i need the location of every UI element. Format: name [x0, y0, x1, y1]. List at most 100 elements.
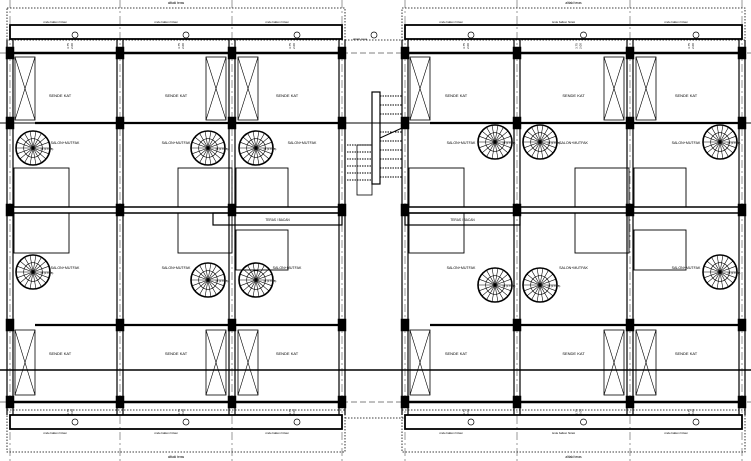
spiral-stair-tread — [255, 147, 265, 163]
spiral-stair-tread — [255, 263, 260, 281]
structural-column — [227, 395, 237, 409]
spiral-stair-post — [206, 146, 210, 150]
structural-column — [400, 395, 410, 409]
shaft-box — [603, 329, 625, 396]
spiral-stair-label: M.(17/28) — [264, 279, 277, 283]
shaft-cross — [14, 56, 36, 121]
room-label-bedroom: SENDE KAT — [445, 351, 468, 356]
structural-column — [512, 318, 522, 332]
spiral-stair-tread — [716, 255, 721, 273]
room-label-living: SALON+MUTFAK — [559, 266, 588, 270]
dimension-label: 3.75 — [462, 409, 466, 415]
spiral-stair-tread — [703, 265, 721, 273]
balcony-line-label: önde balkon hizasi — [664, 431, 688, 435]
balcony-outline — [9, 24, 343, 40]
balcony-outline — [9, 414, 343, 430]
spiral-stair — [15, 254, 51, 290]
structural-column — [737, 395, 747, 409]
spiral-stair-tread — [494, 270, 504, 286]
balcony-line-label: önde balkon hizasi — [265, 431, 289, 435]
spiral-stair-tread — [207, 147, 225, 155]
spiral-stair-tread — [194, 279, 209, 292]
outer-terrace-label: alttaki teras — [168, 455, 185, 459]
room-label-bedroom: SENDE KAT — [276, 93, 299, 98]
spiral-stair-tread — [539, 270, 549, 286]
spiral-stair-tread — [32, 260, 47, 273]
room-label-living: SALON+MUTFAK — [273, 266, 302, 270]
spiral-stair — [15, 130, 51, 166]
spiral-stair-tread — [706, 130, 721, 143]
spiral-stair-tread — [32, 147, 42, 163]
shaft-cross — [205, 329, 227, 396]
spiral-stair-post — [718, 270, 722, 274]
spiral-stair-tread — [242, 279, 257, 292]
spiral-stair-tread — [494, 127, 504, 143]
spiral-stair — [522, 267, 558, 303]
spiral-stair-tread — [481, 273, 496, 286]
dimension-label: 2.00 — [70, 43, 74, 49]
spiral-stair-tread — [494, 141, 504, 157]
spiral-stair-tread — [24, 147, 34, 163]
shaft-cross — [409, 56, 431, 121]
spiral-stair-tread — [719, 141, 724, 159]
spiral-stair-tread — [207, 141, 225, 149]
spiral-stair-tread — [191, 147, 209, 155]
spiral-stair-tread — [706, 271, 721, 284]
structural-column — [400, 318, 410, 332]
spiral-stair-tread — [478, 278, 496, 286]
structural-column — [625, 46, 635, 60]
spiral-stair-tread — [255, 131, 260, 149]
spiral-stair-label: M.(17/28) — [548, 141, 561, 145]
structural-column — [115, 116, 125, 130]
spiral-stair-tread — [29, 147, 34, 165]
outer-terrace-outline — [6, 409, 346, 453]
dimension-label: 2.00 — [691, 409, 695, 415]
spiral-stair-tread — [191, 141, 209, 149]
spiral-stair-tread — [531, 270, 541, 286]
spiral-stair-tread — [719, 271, 737, 279]
structural-column — [337, 46, 347, 60]
spiral-stair-tread — [539, 127, 549, 143]
shaft-cross — [603, 56, 625, 121]
wet-area — [13, 212, 70, 254]
spiral-stair-tread — [32, 133, 42, 149]
spiral-stair-tread — [32, 271, 47, 284]
drain-icon — [293, 418, 301, 426]
wet-area — [177, 212, 233, 254]
spiral-stair-tread — [539, 130, 554, 143]
spiral-stair-tread — [486, 127, 496, 143]
spiral-stair-tread — [255, 279, 265, 295]
spiral-stair-tread — [29, 255, 34, 273]
spiral-stair-tread — [531, 127, 541, 143]
spiral-stair-tread — [255, 279, 270, 292]
spiral-stair — [477, 124, 513, 160]
dimension-label: 2.00 — [70, 409, 74, 415]
room-label-living: SALON+MUTFAK — [447, 141, 476, 145]
structural-column — [512, 46, 522, 60]
wet-area — [235, 167, 289, 208]
balcony-line-label: önde balkon hizasi — [265, 20, 289, 24]
structural-column — [512, 116, 522, 130]
spiral-stair-tread — [481, 284, 496, 297]
spiral-stair-tread — [703, 271, 721, 279]
spiral-stair-tread — [539, 268, 544, 286]
spiral-stair-tread — [255, 147, 270, 160]
spiral-stair-tread — [719, 255, 724, 273]
spiral-stair-post — [493, 140, 497, 144]
spiral-stair-tread — [207, 273, 225, 281]
spiral-stair-tread — [32, 257, 42, 273]
spiral-stair — [238, 262, 274, 298]
spiral-stair-tread — [539, 141, 554, 154]
room-label-bedroom: SENDE KAT — [675, 93, 698, 98]
spiral-stair-tread — [32, 131, 37, 149]
spiral-stair-tread — [199, 279, 209, 295]
spiral-stair-post — [31, 146, 35, 150]
outer-terrace-label: alttaki teras — [353, 37, 368, 41]
spiral-stair-tread — [703, 135, 721, 143]
balcony-outline — [404, 24, 743, 40]
spiral-stair-tread — [478, 141, 496, 149]
spiral-stair-tread — [494, 284, 512, 292]
spiral-stair-tread — [242, 268, 257, 281]
spiral-stair-tread — [478, 284, 496, 292]
